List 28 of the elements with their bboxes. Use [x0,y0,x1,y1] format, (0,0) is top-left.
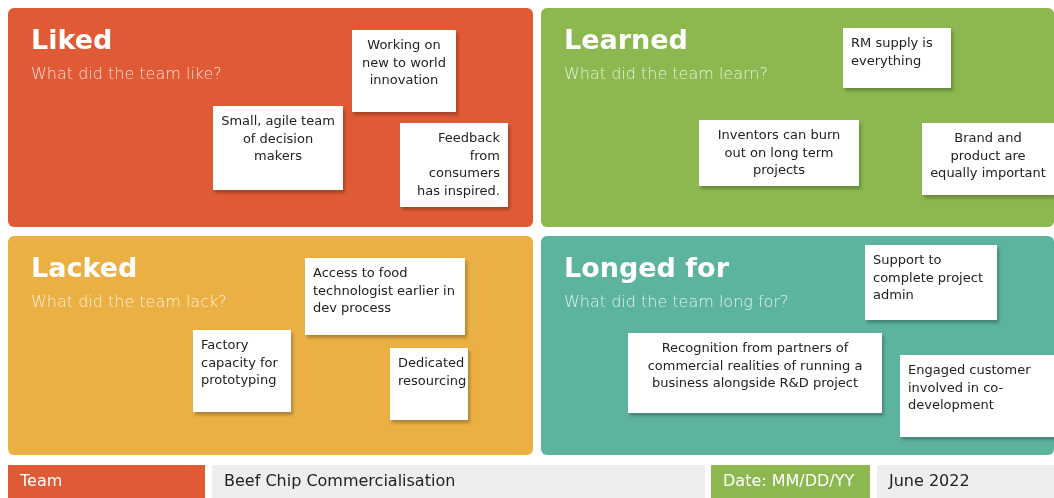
retro-panel [8,8,533,227]
retro-panel [8,236,533,455]
panel-subtitle: What did the team learn? [564,64,768,83]
sticky-note: Engaged customer involved in co-development [900,355,1054,437]
sticky-note: Dedicated resourcing [390,348,468,420]
sticky-note: Recognition from partners of commercial realities of running a business alongside R&D project [628,333,882,413]
sticky-note: Brand and product are equally important [922,123,1054,195]
panel-heading: Lacked [31,252,138,283]
panel-subtitle: What did the team lack? [31,292,227,311]
team-label: Team [8,465,205,498]
sticky-note: Inventors can burn out on long term projects [699,120,859,186]
panel-subtitle: What did the team like? [31,64,222,83]
sticky-note: Feedback from consumers has inspired. [400,123,508,207]
date-label: Date: MM/DD/YY [711,465,870,498]
sticky-note: Working on new to world innovation [352,30,456,112]
date-field: June 2022 [877,465,1054,498]
panel-heading: Longed for [564,252,729,283]
sticky-note: RM supply is everything [843,28,951,88]
panel-subtitle: What did the team long for? [564,292,789,311]
sticky-note: Factory capacity for prototyping [193,330,291,412]
panel-heading: Liked [31,24,113,55]
sticky-note: Small, agile team of decision makers [213,106,343,190]
panel-heading: Learned [564,24,688,55]
sticky-note: Support to complete project admin [865,245,997,320]
sticky-note: Access to food technologist earlier in dev process [305,258,465,335]
retro-panel [541,8,1054,227]
project-name-field: Beef Chip Commercialisation [212,465,705,498]
retro-panel [541,236,1054,455]
